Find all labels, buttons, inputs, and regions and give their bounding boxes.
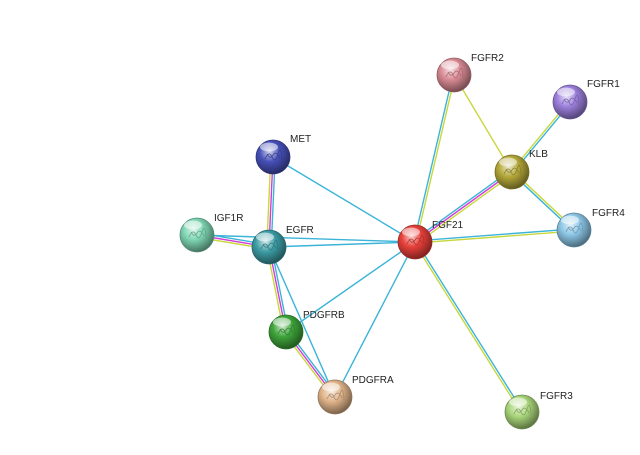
protein-structure-icon <box>326 389 345 401</box>
edge-fgf21-fgfr4 <box>414 228 575 244</box>
node-label: EGFR <box>286 225 314 236</box>
node-fgfr2[interactable]: FGFR2 <box>436 53 504 93</box>
node-fgfr4[interactable]: FGFR4 <box>556 208 625 248</box>
edge-fgf21-egfr <box>268 241 416 248</box>
node-label: PDGFRB <box>303 310 345 321</box>
edge-strand <box>196 234 416 243</box>
edge-strand <box>413 74 454 242</box>
edge-fgf21-klb <box>413 169 514 245</box>
node-label: FGFR3 <box>540 391 573 402</box>
node-highlight <box>509 397 527 407</box>
edge-strand <box>415 173 514 245</box>
node-highlight <box>557 87 575 97</box>
edge-strand <box>453 74 513 173</box>
edge-fgf21-met <box>272 156 416 243</box>
edge-strand <box>415 241 524 412</box>
edge-strand <box>285 241 416 333</box>
node-fgfr3[interactable]: FGFR3 <box>504 391 573 430</box>
edge-fgfr2-klb <box>453 74 513 173</box>
node-label: IGF1R <box>214 213 243 224</box>
node-klb[interactable]: KLB <box>494 149 548 190</box>
edge-strand <box>268 241 416 248</box>
node-fgfr1[interactable]: FGFR1 <box>552 79 620 120</box>
node-highlight <box>260 142 278 152</box>
node-label: FGF21 <box>432 220 464 231</box>
edge-fgf21-igf1r <box>196 234 416 243</box>
edge-strand <box>268 246 336 398</box>
protein-structure-icon <box>513 404 532 416</box>
edge-strand <box>415 75 456 243</box>
edge-fgf21-fgfr2 <box>413 74 456 243</box>
edge-strand <box>413 242 522 413</box>
node-highlight <box>499 157 517 167</box>
edge-fgf21-fgfr3 <box>413 241 524 413</box>
edge-strand <box>415 230 575 244</box>
edge-fgf21-pdgfrb <box>285 241 416 333</box>
protein-structure-icon <box>565 222 584 234</box>
edge-strand <box>272 156 416 243</box>
protein-structure-icon <box>264 149 283 161</box>
protein-structure-icon <box>277 324 296 336</box>
protein-structure-icon <box>188 227 207 239</box>
node-highlight <box>441 60 459 70</box>
node-highlight <box>273 317 291 327</box>
node-egfr[interactable]: EGFR <box>251 225 314 265</box>
node-label: KLB <box>529 149 548 160</box>
node-label: FGFR4 <box>592 208 625 219</box>
node-label: PDGFRA <box>352 375 394 386</box>
edge-fgf21-pdgfra <box>334 241 416 398</box>
node-highlight <box>256 232 274 242</box>
node-highlight <box>402 227 420 237</box>
edge-strand <box>413 169 512 241</box>
node-label: MET <box>290 134 311 145</box>
node-met[interactable]: MET <box>255 134 311 175</box>
edge-strand <box>414 228 574 242</box>
protein-structure-icon <box>561 94 580 106</box>
node-igf1r[interactable]: IGF1R <box>179 213 243 253</box>
node-highlight <box>561 215 579 225</box>
node-pdgfra[interactable]: PDGFRA <box>317 375 394 415</box>
node-label: FGFR2 <box>471 53 504 64</box>
edge-egfr-pdgfra <box>268 246 336 398</box>
protein-structure-icon <box>445 67 464 79</box>
node-fgf21[interactable]: FGF21 <box>397 220 464 260</box>
node-highlight <box>322 382 340 392</box>
node-pdgfrb[interactable]: PDGFRB <box>268 310 345 350</box>
node-label: FGFR1 <box>587 79 620 90</box>
edge-strand <box>334 241 416 398</box>
protein-structure-icon <box>260 239 279 251</box>
node-highlight <box>184 220 202 230</box>
protein-structure-icon <box>503 164 522 176</box>
protein-structure-icon <box>406 234 425 246</box>
edge-strand <box>414 171 513 243</box>
